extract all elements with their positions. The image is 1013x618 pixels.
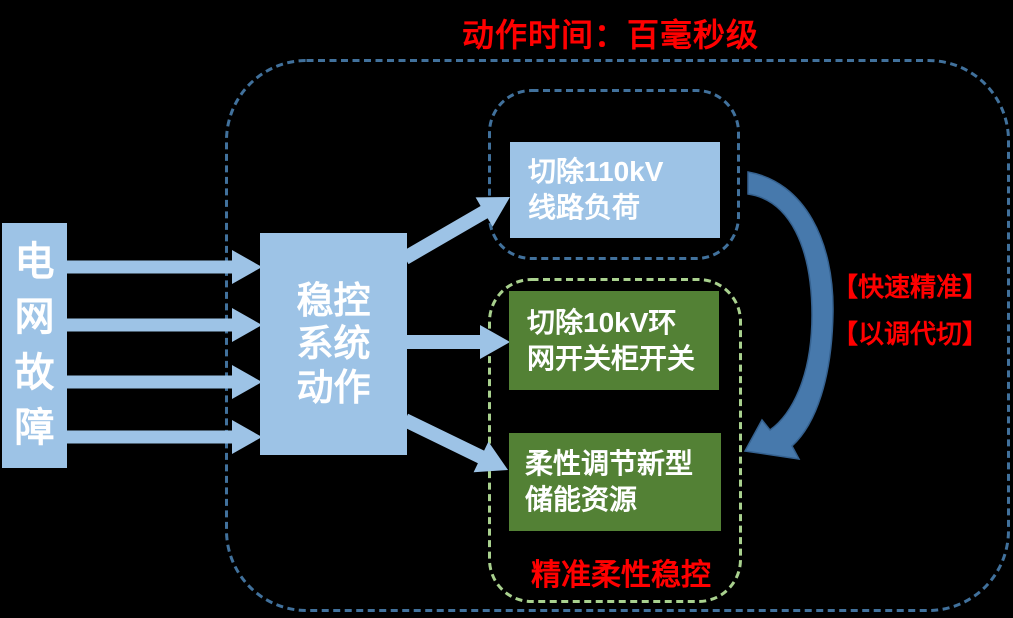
control-to-cut10-arrow <box>400 325 510 359</box>
cut-110kv-load-label: 切除110kV 线路负荷 <box>528 156 664 223</box>
fault-to-control-arrow-1 <box>60 250 262 284</box>
annotation-adjust-replace: 【以调代切】 <box>832 319 989 349</box>
stability-control-label: 稳控 系统 动作 <box>296 280 371 408</box>
fault-to-control-arrow-4 <box>60 420 262 454</box>
control-to-cut110-arrow <box>401 197 510 265</box>
cut-10kv-switch-label: 切除10kV环 网开关柜开关 <box>527 306 696 374</box>
fault-to-control-arrow-3 <box>60 365 262 399</box>
flexible-storage-label: 柔性调节新型 储能资源 <box>525 448 694 515</box>
grid-fault-box: 电 网 故 障 <box>2 223 67 468</box>
curved-feedback-arrow <box>743 171 834 460</box>
control-to-storage-arrow <box>401 413 508 473</box>
stability-control-box: 稳控 系统 动作 <box>260 233 407 455</box>
fault-to-control-arrow-2 <box>60 308 262 342</box>
cut-110kv-load-box: 切除110kV 线路负荷 <box>510 142 720 238</box>
green-group-dashed-border <box>488 278 742 603</box>
diagram-title: 动作时间：百毫秒级 <box>462 17 760 53</box>
outer-boundary-dashed-border <box>225 59 1010 612</box>
grid-fault-label: 电 网 故 障 <box>14 240 55 450</box>
annotation-precise-flexible-control: 精准柔性稳控 <box>531 559 711 592</box>
annotation-fast-precise: 【快速精准】 <box>832 272 989 302</box>
blue-group-dashed-border <box>488 89 740 260</box>
cut-10kv-switch-box: 切除10kV环 网开关柜开关 <box>509 291 719 390</box>
flexible-storage-box: 柔性调节新型 储能资源 <box>509 433 721 531</box>
